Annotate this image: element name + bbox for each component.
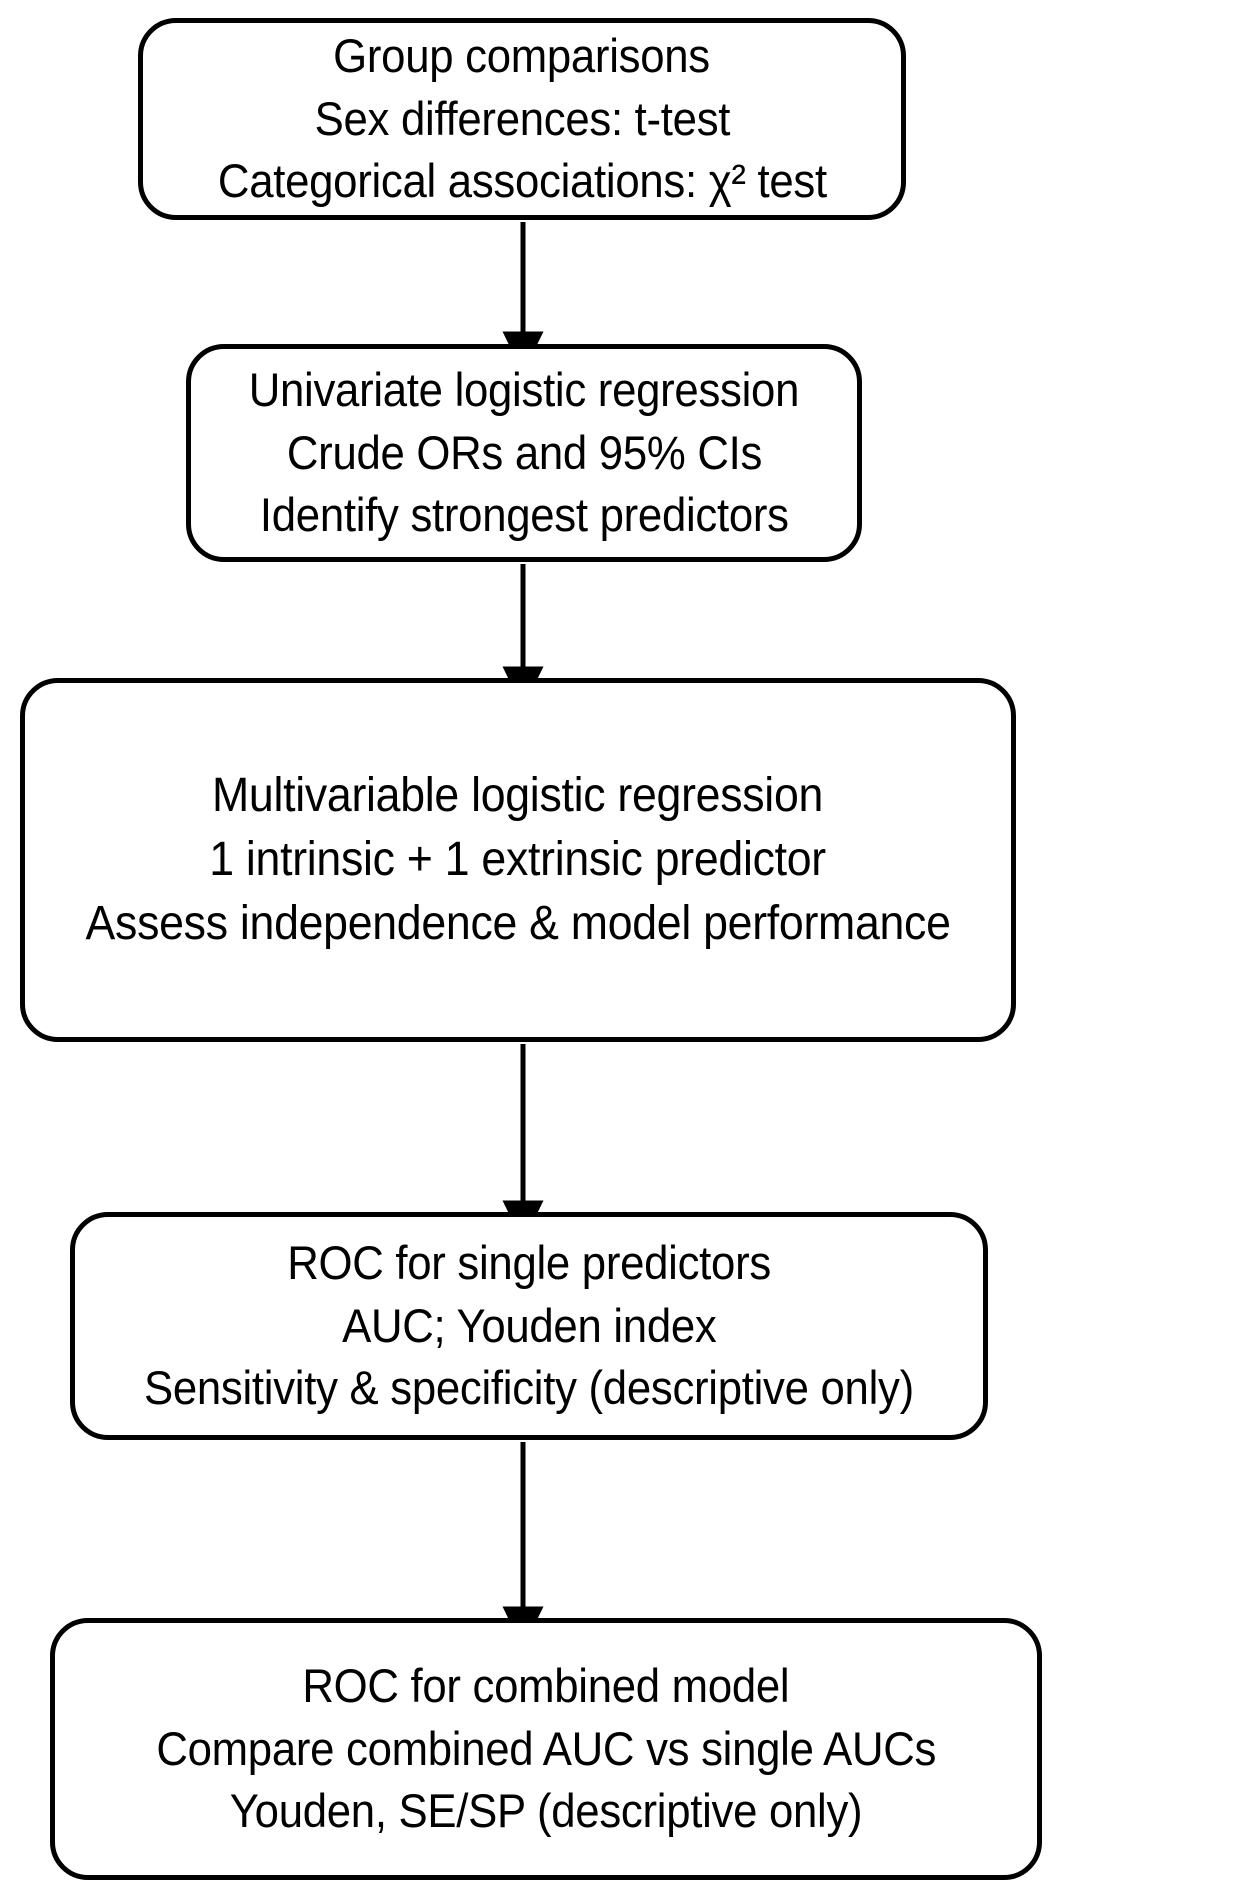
node-line: Youden, SE/SP (descriptive only) — [229, 1784, 863, 1838]
node-line: ROC for single predictors — [287, 1236, 771, 1290]
node-line: Univariate logistic regression — [248, 363, 800, 417]
node-univariate-logistic-regression[interactable]: Univariate logistic regression Crude ORs… — [186, 344, 862, 562]
node-group-comparisons[interactable]: Group comparisons Sex differences: t-tes… — [138, 18, 906, 220]
node-line: Crude ORs and 95% CIs — [286, 425, 762, 479]
node-line: Identify strongest predictors — [259, 488, 789, 542]
node-multivariable-logistic-regression[interactable]: Multivariable logistic regression 1 intr… — [20, 678, 1016, 1042]
node-line: ROC for combined model — [302, 1659, 790, 1713]
node-roc-combined-model[interactable]: ROC for combined model Compare combined … — [50, 1618, 1042, 1880]
node-roc-single-predictors[interactable]: ROC for single predictors AUC; Youden in… — [70, 1212, 988, 1440]
node-line: Sensitivity & specificity (descriptive o… — [144, 1361, 914, 1415]
node-line: Compare combined AUC vs single AUCs — [156, 1721, 936, 1775]
node-line: 1 intrinsic + 1 extrinsic predictor — [209, 833, 827, 887]
node-line: Categorical associations: χ² test — [217, 154, 827, 208]
node-line: Assess independence & model performance — [85, 896, 951, 950]
node-line: AUC; Youden index — [341, 1298, 717, 1352]
node-line: Multivariable logistic regression — [212, 769, 824, 823]
node-line: Sex differences: t-test — [314, 91, 730, 145]
node-line: Group comparisons — [333, 29, 711, 83]
